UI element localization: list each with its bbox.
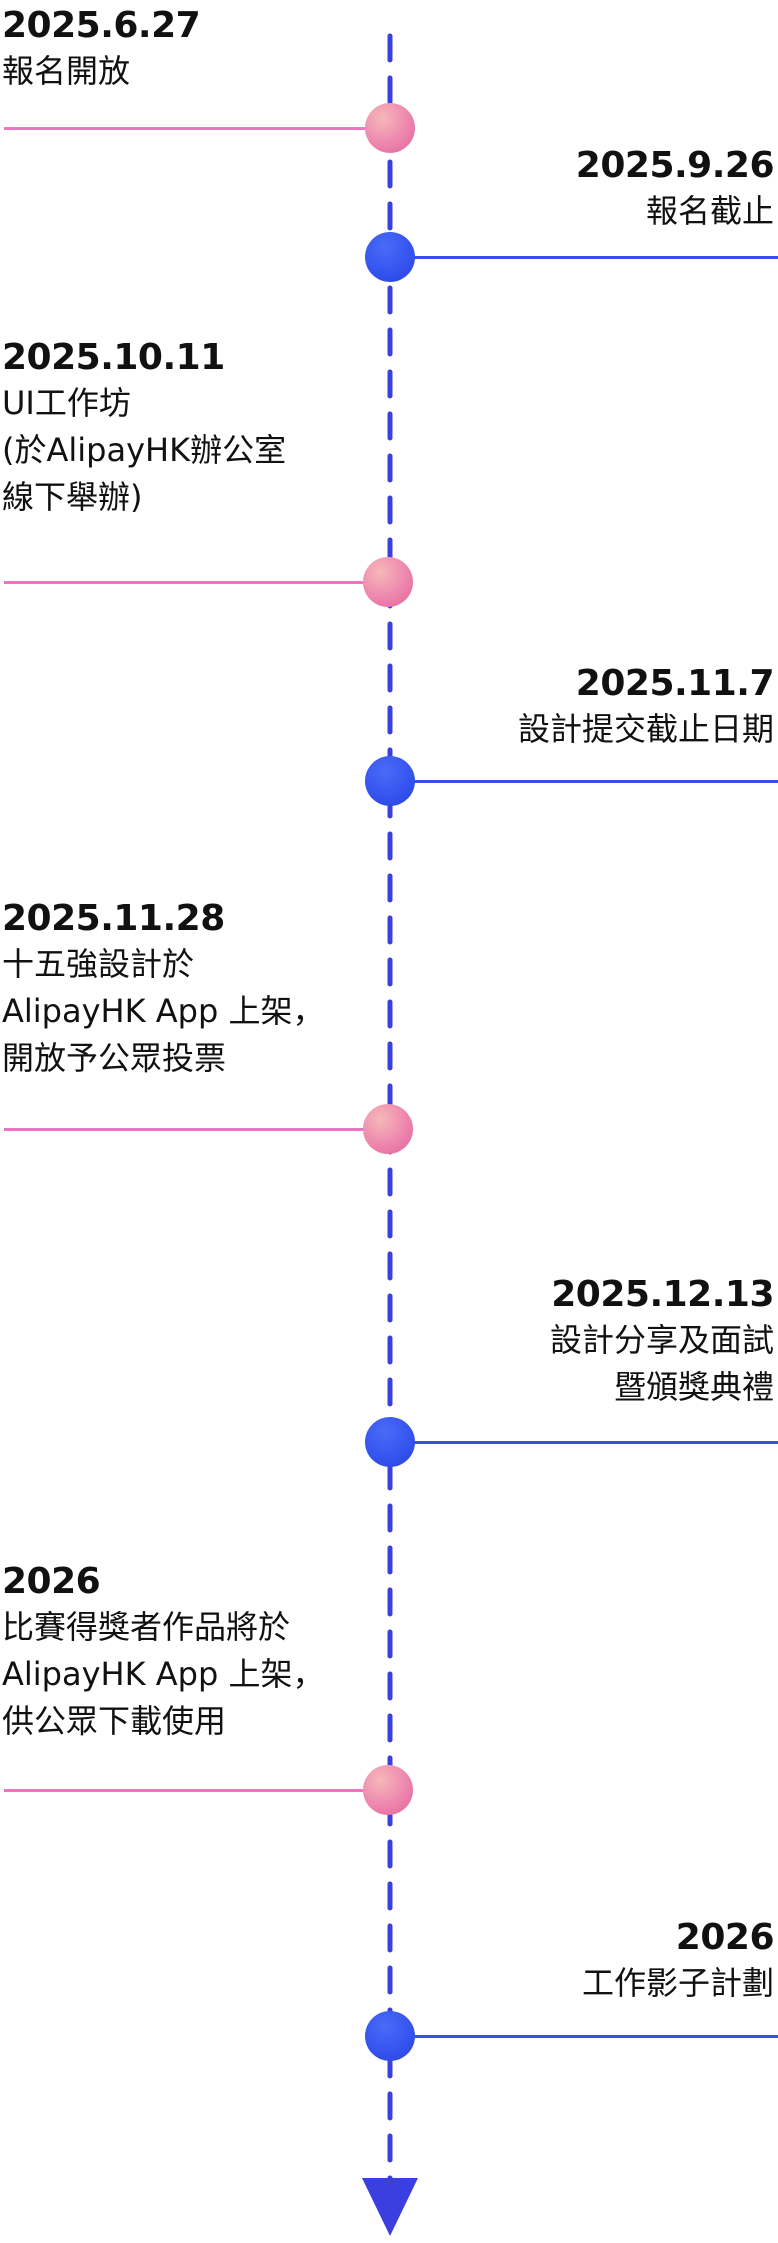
timeline-event: 2026 比賽得獎者作品將於 AlipayHK App 上架， 供公眾下載使用 — [2, 1560, 372, 1745]
event-description: 報名截止 — [645, 192, 774, 230]
event-description: 工作影子計劃 — [581, 1964, 774, 2002]
event-date: 2026 — [675, 1917, 775, 1958]
event-marker-dot — [365, 103, 415, 153]
timeline-event: 2025.12.13 設計分享及面試 暨頒獎典禮 — [384, 1273, 775, 1411]
event-connector-line — [398, 256, 778, 259]
event-date: 2025.10.11 — [2, 337, 225, 378]
event-connector-line — [398, 2035, 778, 2038]
timeline-event: 2025.9.26 報名截止 — [384, 144, 775, 235]
event-connector-line — [4, 1128, 384, 1131]
arrow-down-icon — [362, 2178, 418, 2236]
event-marker-dot — [365, 232, 415, 282]
event-description: 報名開放 — [2, 52, 131, 90]
event-marker-dot — [363, 1104, 413, 1154]
event-date: 2026 — [2, 1561, 101, 1602]
event-description: 設計提交截止日期 — [517, 710, 774, 748]
event-description: 十五強設計於 AlipayHK App 上架， 開放予公眾投票 — [2, 945, 325, 1077]
event-description: 比賽得獎者作品將於 AlipayHK App 上架， 供公眾下載使用 — [2, 1608, 325, 1740]
event-description: UI工作坊 (於AlipayHK辦公室 線下舉辦) — [2, 384, 287, 516]
event-marker-dot — [365, 1417, 415, 1467]
event-marker-dot — [365, 2011, 415, 2061]
event-date: 2025.6.27 — [2, 5, 201, 46]
timeline-event: 2025.6.27 報名開放 — [2, 4, 372, 95]
event-date: 2025.9.26 — [575, 145, 775, 186]
event-connector-line — [398, 1441, 778, 1444]
event-date: 2025.11.28 — [2, 898, 225, 939]
event-connector-line — [4, 581, 384, 584]
event-connector-line — [4, 127, 384, 130]
event-marker-dot — [363, 557, 413, 607]
event-connector-line — [398, 780, 778, 783]
event-marker-dot — [365, 756, 415, 806]
event-date: 2025.12.13 — [551, 1274, 774, 1315]
timeline-event: 2025.10.11 UI工作坊 (於AlipayHK辦公室 線下舉辦) — [2, 336, 372, 521]
event-connector-line — [4, 1789, 384, 1792]
timeline-event: 2025.11.7 設計提交截止日期 — [384, 662, 775, 753]
event-marker-dot — [363, 1765, 413, 1815]
timeline-event: 2026 工作影子計劃 — [384, 1916, 775, 2007]
timeline-event: 2025.11.28 十五強設計於 AlipayHK App 上架， 開放予公眾… — [2, 897, 372, 1082]
event-date: 2025.11.7 — [575, 663, 775, 704]
event-description: 設計分享及面試 暨頒獎典禮 — [549, 1321, 774, 1406]
